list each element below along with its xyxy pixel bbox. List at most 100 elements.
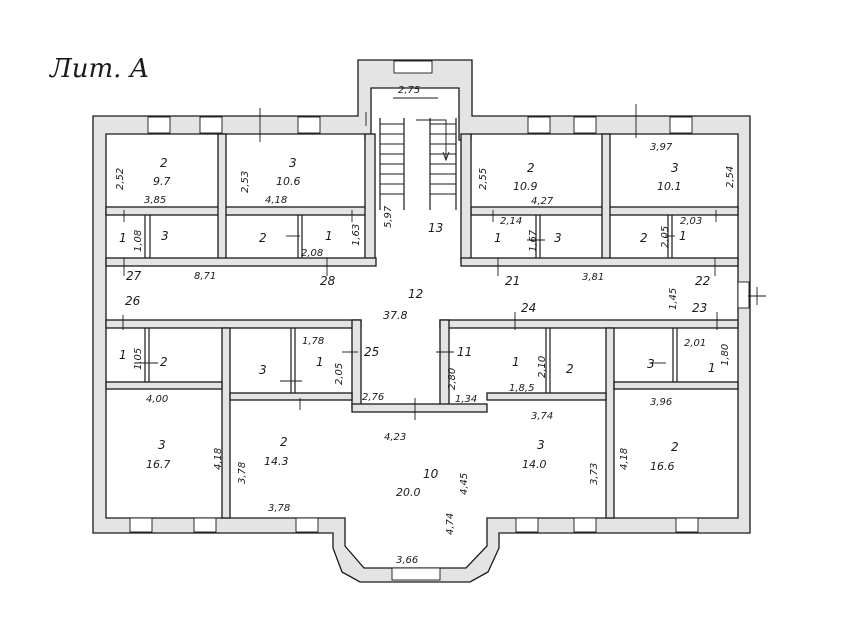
small-room-number: 3 — [161, 229, 169, 243]
room-number: 2 — [160, 156, 168, 170]
room-10: 10 20.0 — [396, 467, 439, 499]
room-2-nw: 2 9.7 — [153, 156, 171, 188]
dim-label: 2,03 — [680, 216, 702, 227]
room-2-ne: 2 10.9 — [513, 161, 538, 193]
room-3-sw: 3 16.7 — [146, 438, 171, 471]
dim-label: 5,97 — [383, 205, 394, 228]
dim-label: 2,10 — [537, 356, 548, 378]
small-room-number: 1 — [325, 229, 333, 243]
dim-label: 1,67 — [528, 229, 539, 252]
small-room-number: 1 — [708, 361, 716, 375]
small-room-number: 2 — [640, 231, 648, 245]
dim-label: 4,18 — [619, 448, 630, 470]
room-number: 10 — [423, 467, 439, 481]
dim-label: 1,05 — [133, 348, 144, 370]
room-number: 2 — [527, 161, 535, 175]
small-room-number: 3 — [554, 231, 562, 245]
thin-partitions — [144, 215, 678, 393]
small-room-number: 2 — [160, 355, 168, 369]
room-area: 37.8 — [383, 309, 408, 322]
dim-label: 3,81 — [582, 272, 604, 283]
dim-label: 4,45 — [459, 473, 470, 495]
room-number: 3 — [289, 156, 297, 170]
room-3-ne: 3 10.1 — [657, 161, 682, 193]
dim-label: 2,80 — [447, 368, 458, 390]
dim-label: 1,8,5 — [509, 383, 534, 394]
dim-label: 1,63 — [351, 224, 362, 246]
marker: 11 — [457, 345, 472, 359]
dim-label: 2,54 — [725, 166, 736, 188]
room-number: 2 — [280, 435, 288, 449]
dim-label: 3,66 — [396, 555, 418, 566]
dim-label: 3,78 — [237, 462, 248, 484]
small-room-number: 2 — [259, 231, 267, 245]
room-area: 10.9 — [513, 180, 538, 193]
dim-label: 2,75 — [398, 85, 420, 96]
dim-label: 4,23 — [384, 432, 406, 443]
windows — [129, 60, 750, 581]
marker: 27 — [126, 269, 142, 283]
dim-label: 2,08 — [301, 248, 323, 259]
room-3-nw: 3 10.6 — [276, 156, 301, 188]
small-room-number: 2 — [566, 362, 574, 376]
room-area: 16.7 — [146, 458, 171, 471]
dim-label: 4,74 — [445, 513, 456, 535]
dim-label: 3,97 — [650, 142, 673, 153]
small-room-labels: 1 3 2 1 1 3 2 1 1 2 3 1 1 2 3 1 — [119, 229, 716, 377]
dim-label: 3,73 — [589, 463, 600, 485]
marker: 24 — [521, 301, 536, 315]
room-13: 13 — [428, 221, 443, 235]
dim-label: 3,78 — [268, 503, 290, 514]
room-area: 14.0 — [522, 458, 547, 471]
dimension-labels: 2,75 2,52 3,85 2,53 4,18 2,55 4,27 3,97 … — [115, 85, 736, 566]
dim-label: 2,53 — [240, 171, 251, 193]
dim-label: 2,14 — [500, 216, 522, 227]
dim-label: 8,71 — [194, 271, 216, 282]
dim-label: 1,34 — [455, 394, 477, 405]
room-area: 10.6 — [276, 175, 301, 188]
small-room-number: 1 — [119, 231, 127, 245]
room-number: 3 — [537, 438, 545, 452]
room-number: 3 — [158, 438, 166, 452]
dim-label: 2,76 — [362, 392, 384, 403]
marker: 22 — [695, 274, 710, 288]
dim-label: 1,80 — [720, 344, 731, 366]
dim-label: 3,74 — [531, 411, 553, 422]
plan-title: Лит. А — [48, 54, 149, 84]
small-room-number: 1 — [512, 355, 520, 369]
room-3-se: 3 14.0 — [522, 438, 547, 471]
tick-marks — [122, 104, 766, 420]
room-area: 14.3 — [264, 455, 289, 468]
small-room-number: 1 — [119, 348, 127, 362]
room-number: 3 — [671, 161, 679, 175]
room-number: 12 — [408, 287, 423, 301]
staircase — [379, 97, 457, 210]
dim-label: 2,05 — [660, 226, 671, 248]
marker: 21 — [505, 274, 520, 288]
dim-label: 1,08 — [133, 230, 144, 252]
room-area: 20.0 — [396, 486, 421, 499]
dim-label: 1,45 — [668, 288, 679, 310]
dim-label: 3,96 — [650, 397, 672, 408]
dim-label: 4,18 — [213, 448, 224, 470]
interior-walls — [105, 133, 739, 519]
room-area: 9.7 — [153, 175, 171, 188]
small-room-number: 3 — [647, 357, 655, 371]
reference-markers: 27 28 21 22 26 23 24 25 11 — [125, 269, 710, 359]
dim-label: 2,05 — [334, 363, 345, 385]
small-room-number: 1 — [316, 355, 324, 369]
room-2-se: 2 16.6 — [650, 440, 679, 473]
dim-label: 3,85 — [144, 195, 166, 206]
dim-label: 4,18 — [265, 195, 287, 206]
dim-label: 2,01 — [684, 338, 706, 349]
room-area: 16.6 — [650, 460, 675, 473]
room-number: 2 — [671, 440, 679, 454]
room-area: 10.1 — [657, 180, 682, 193]
dim-label: 2,52 — [115, 168, 126, 190]
dim-label: 4,00 — [146, 394, 168, 405]
room-labels: 2 9.7 3 10.6 2 10.9 3 10.1 12 37.8 13 3 … — [146, 156, 682, 499]
room-12-corridor: 12 37.8 — [383, 287, 423, 322]
room-2-sw: 2 14.3 — [264, 435, 289, 468]
room-number: 13 — [428, 221, 443, 235]
